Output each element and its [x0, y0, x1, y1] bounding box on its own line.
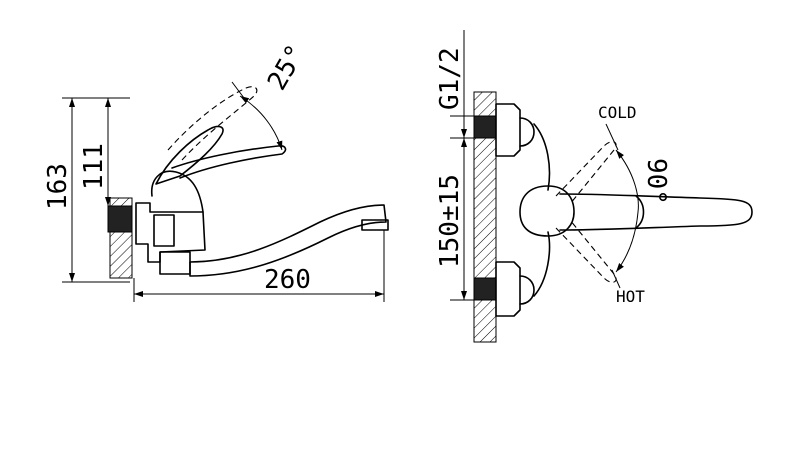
dim-163-label: 163 [43, 163, 73, 210]
dim-thread-label: G1/2 [435, 47, 465, 110]
side-aerator [361, 219, 389, 231]
front-lower-connector [473, 277, 497, 301]
side-angle-arc [239, 95, 283, 151]
front-angle-arc [615, 149, 639, 273]
side-angle-leader [231, 81, 245, 99]
side-handle-lever [171, 145, 287, 179]
cold-leader [605, 123, 619, 151]
hot-label: HOT [616, 287, 645, 306]
front-upper-flange [519, 117, 535, 147]
dim-111-label: 111 [79, 143, 109, 190]
front-lower-nut [495, 261, 521, 317]
dim-centres-label: 150±15 [435, 174, 465, 268]
side-wall-connector [107, 205, 133, 233]
side-lower-nut [159, 251, 191, 275]
cold-label: COLD [598, 103, 637, 122]
side-angle-label: 25° [262, 40, 311, 96]
side-spout [189, 204, 387, 277]
side-handle-raised [167, 86, 258, 161]
side-valve-body [151, 170, 204, 213]
side-body [135, 202, 206, 263]
side-view: 25° 163 111 260 [43, 40, 389, 302]
front-angle-label: 90° [641, 158, 671, 205]
dim-260-label: 260 [264, 265, 311, 295]
front-cartridge [519, 185, 575, 237]
front-upper-connector [473, 115, 497, 139]
side-handle [155, 125, 224, 185]
side-nut [153, 214, 175, 247]
front-view: 90° COLD HOT G1/2 150±15 [435, 30, 753, 343]
front-lower-flange [519, 275, 535, 305]
front-body [533, 123, 551, 297]
hot-leader [611, 269, 621, 289]
front-upper-nut [495, 103, 521, 157]
